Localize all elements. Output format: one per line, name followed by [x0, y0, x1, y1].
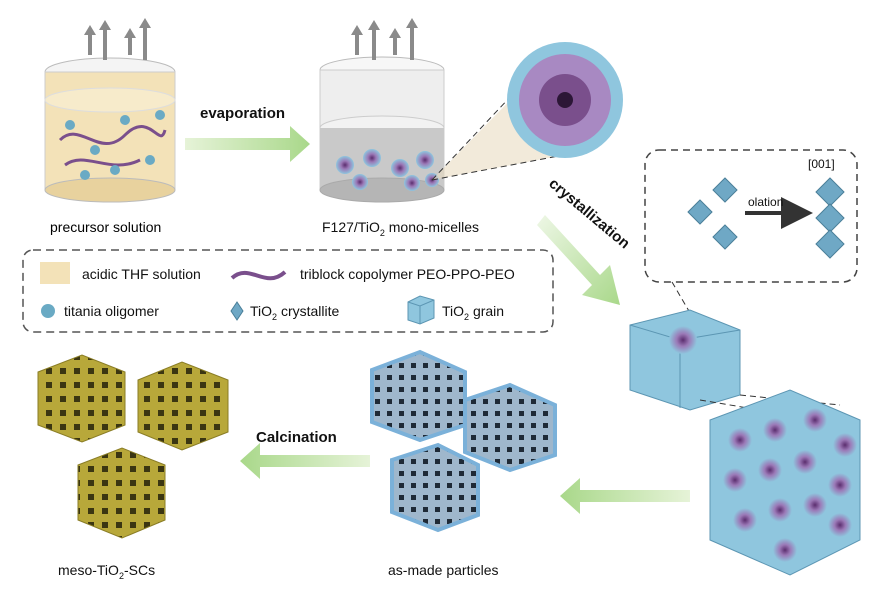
- asmade-particle-1: [370, 349, 467, 443]
- legend-grain-label: TiO2 grain: [442, 303, 504, 322]
- legend-oligomer-label: titania oligomer: [64, 303, 159, 319]
- precursor-beaker: [44, 57, 176, 203]
- legend-grain-swatch: [407, 295, 435, 325]
- micelle-beaker: [319, 56, 445, 203]
- crystallization-arrow: [537, 215, 620, 305]
- evaporation-label: evaporation: [200, 105, 285, 122]
- asmade-particle-3: [390, 442, 480, 533]
- evaporation-arrow: [185, 126, 310, 162]
- meso-particle-2: [137, 361, 229, 451]
- legend-thf-swatch: [40, 262, 70, 284]
- micelle-label: F127/TiO2 mono-micelles: [322, 219, 479, 238]
- asmade-label: as-made particles: [388, 562, 499, 578]
- olation-inset: [644, 149, 858, 283]
- calcination-label: Calcination: [256, 429, 337, 446]
- meso-label: meso-TiO2-SCs: [58, 562, 155, 581]
- vapor-arrows-2: [351, 18, 418, 60]
- legend-crystallite-swatch: [230, 301, 244, 321]
- legend-box: [22, 249, 554, 333]
- calcination-arrow: [240, 443, 370, 479]
- vapor-arrows-1: [84, 18, 151, 60]
- legend-oligomer-swatch: [41, 304, 55, 318]
- precursor-label: precursor solution: [50, 219, 161, 235]
- legend-copolymer-swatch: [230, 270, 287, 281]
- legend-thf-label: acidic THF solution: [82, 266, 201, 282]
- meso-particle-1: [37, 354, 126, 443]
- legend-crystallite-label: TiO2 crystallite: [250, 303, 340, 322]
- olation-crystallites-left: [687, 177, 738, 250]
- direction-label: [001]: [808, 157, 835, 171]
- meso-particle-3: [77, 447, 166, 539]
- assembled-grain: [709, 389, 861, 576]
- olation-label: olation: [748, 195, 783, 209]
- olation-crystallites-stack: [815, 177, 845, 259]
- grain-cube: [629, 309, 741, 411]
- legend-copolymer-label: triblock copolymer PEO-PPO-PEO: [300, 266, 515, 282]
- asmade-particle-2: [463, 382, 557, 473]
- toward-asmade-arrow: [560, 478, 690, 514]
- micelle-zoom: [507, 42, 623, 158]
